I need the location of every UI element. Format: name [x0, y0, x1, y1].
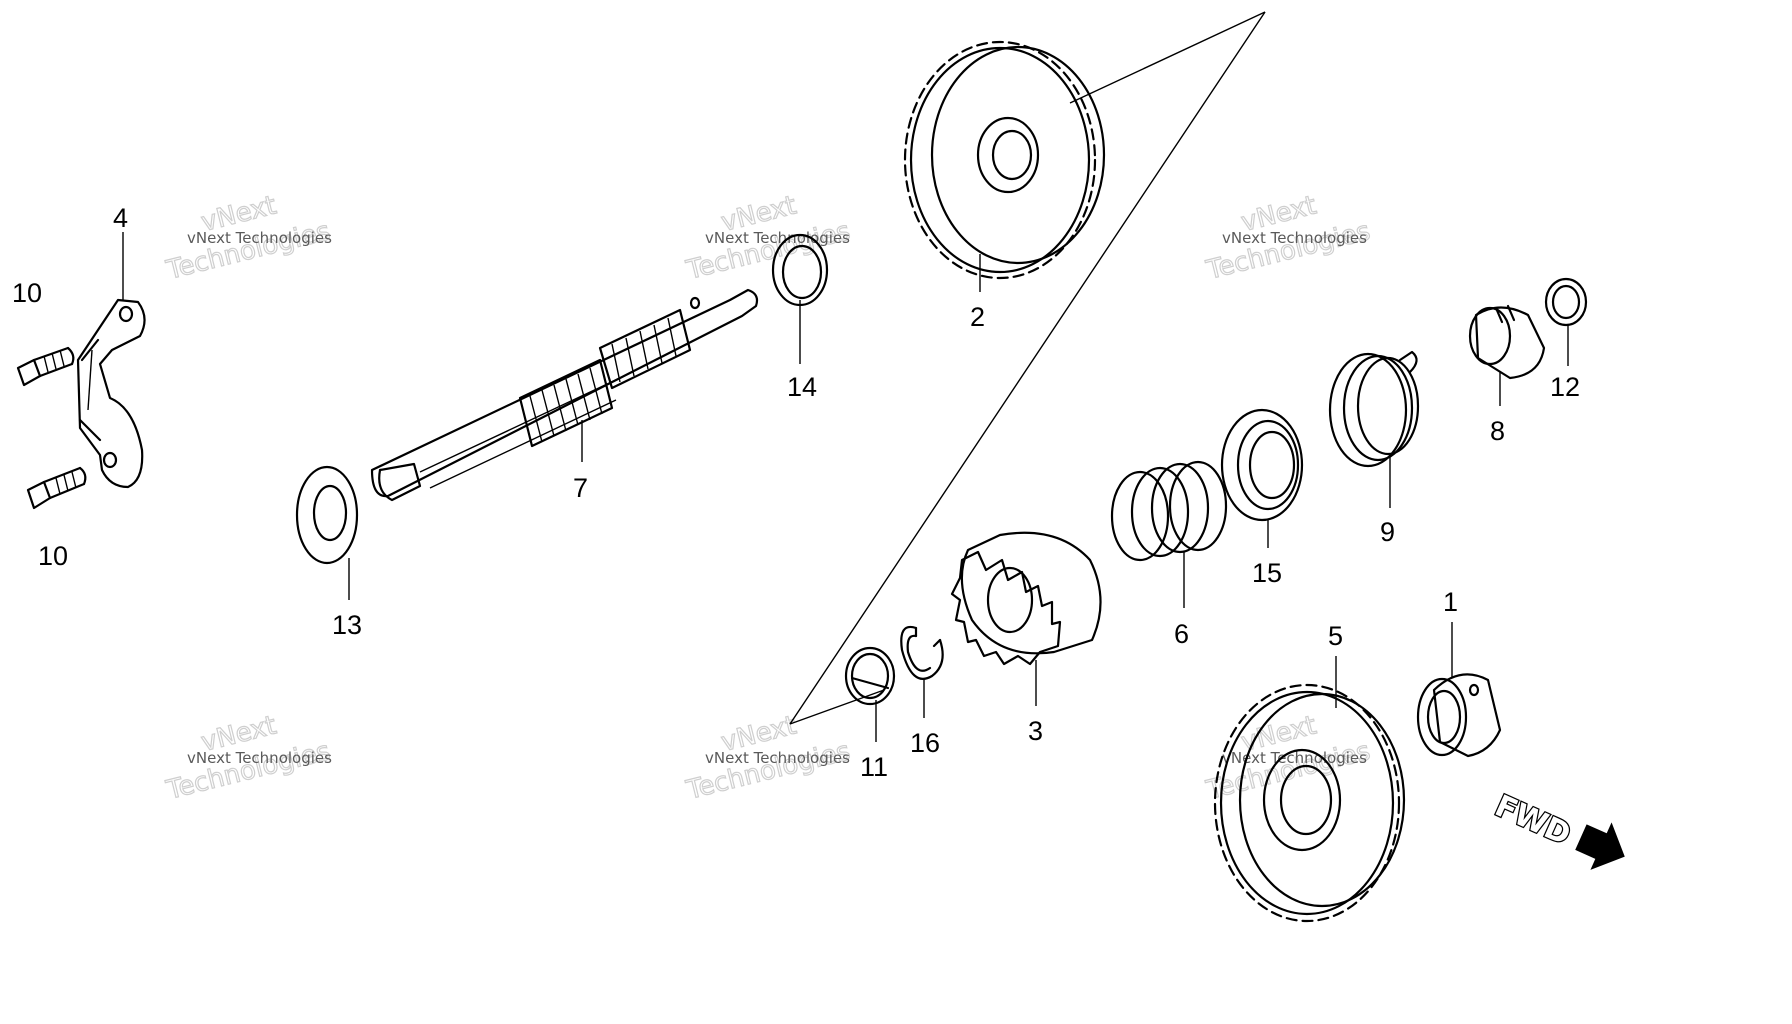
label-part-15: 15: [1252, 558, 1282, 588]
label-part-16: 16: [910, 728, 940, 758]
bolt-part-10-lower: [26, 466, 87, 510]
label-part-7: 7: [573, 473, 588, 503]
spring-part-9: [1328, 350, 1420, 468]
watermark-text: vNext Technologies: [705, 749, 850, 767]
watermark-text: vNext Technologies: [705, 229, 850, 247]
shaft-part-7: [370, 288, 759, 502]
collar-part-8: [1468, 304, 1546, 380]
bracket-part-4: [76, 298, 146, 489]
spring-part-6: [1110, 460, 1228, 562]
snap-ring-part-16: [900, 625, 944, 680]
washer-part-14: [771, 233, 829, 307]
label-part-1: 1: [1443, 587, 1458, 617]
gear-part-2: [903, 40, 1106, 280]
bolt-part-10-upper: [16, 346, 75, 387]
leader-lines: [122, 232, 1569, 742]
watermark-text: vNext Technologies: [187, 749, 332, 767]
label-part-13: 13: [332, 610, 362, 640]
label-part-2: 2: [970, 302, 985, 332]
gear-part-5: [1213, 683, 1406, 923]
ratchet-part-3: [950, 531, 1102, 666]
label-part-11: 11: [860, 752, 888, 782]
label-part-6: 6: [1174, 619, 1189, 649]
fwd-direction-indicator: FWD: [1488, 787, 1625, 870]
label-part-5: 5: [1328, 621, 1343, 651]
watermark-text: vNext Technologies: [1222, 229, 1367, 247]
watermark-text: vNext Technologies: [1222, 749, 1367, 767]
label-part-12: 12: [1550, 372, 1580, 402]
label-part-10-lower: 10: [38, 541, 68, 571]
label-part-14: 14: [787, 372, 817, 402]
label-part-4: 4: [113, 203, 128, 233]
assembly-guide-lines: [789, 11, 1266, 725]
washer-part-13: [295, 465, 359, 565]
label-part-10-upper: 10: [12, 278, 42, 308]
fwd-label: FWD: [1490, 789, 1576, 853]
label-part-8: 8: [1490, 416, 1505, 446]
watermark-text: vNext Technologies: [187, 229, 332, 247]
collar-part-1: [1416, 673, 1502, 758]
part-numbers: 4 10 10 13 7 14 2 12 8 9 15 6 3 16 11 5 …: [12, 203, 1580, 782]
washer-part-12: [1544, 277, 1588, 327]
label-part-9: 9: [1380, 517, 1395, 547]
circlip-part-11: [844, 646, 896, 706]
label-part-3: 3: [1028, 716, 1043, 746]
washer-part-15: [1220, 408, 1304, 522]
